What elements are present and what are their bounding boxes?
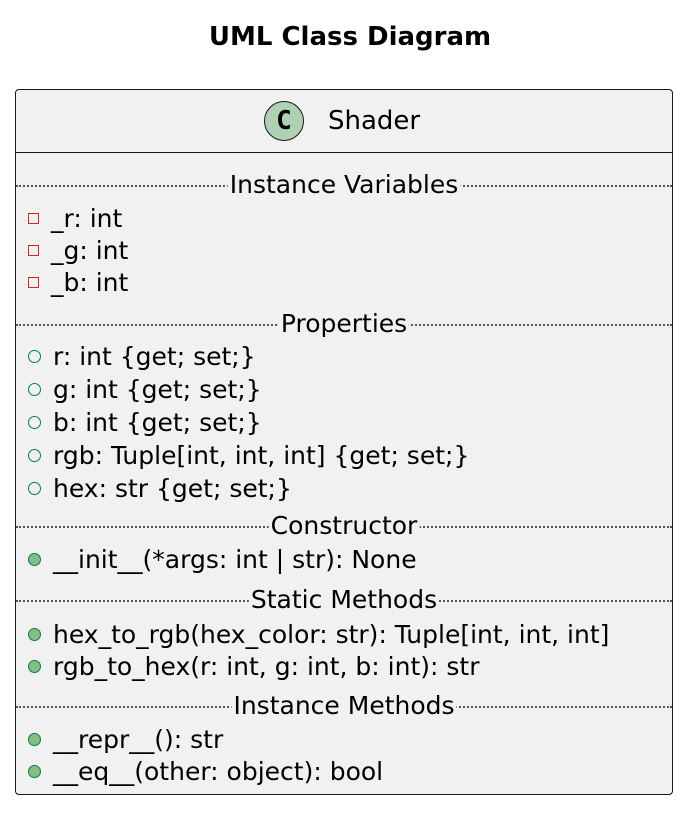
public-hollow-circle-icon	[28, 415, 41, 429]
class-name: Shader	[328, 106, 421, 136]
section-label: Constructor	[268, 511, 420, 541]
member-text: __eq__(other: object): bool	[53, 757, 384, 786]
public-filled-circle-icon	[28, 659, 41, 673]
section-label: Instance Methods	[231, 691, 457, 721]
member-text: _b: int	[51, 268, 129, 297]
member-property-rgb: rgb: Tuple[int, int, int] {get; set;}	[28, 440, 469, 472]
member-field-g: _g: int	[28, 235, 128, 267]
private-square-icon	[28, 276, 39, 288]
member-method-hex-to-rgb: hex_to_rgb(hex_color: str): Tuple[int, i…	[28, 619, 609, 651]
private-square-icon	[28, 244, 39, 256]
member-property-r: r: int {get; set;}	[28, 341, 256, 373]
member-method-rgb-to-hex: rgb_to_hex(r: int, g: int, b: int): str	[28, 651, 480, 683]
member-text: rgb: Tuple[int, int, int] {get; set;}	[53, 441, 470, 470]
class-circle-icon: C	[264, 101, 304, 141]
member-text: r: int {get; set;}	[53, 342, 256, 371]
member-field-r: _r: int	[28, 203, 122, 235]
public-hollow-circle-icon	[28, 382, 41, 396]
member-method-repr: __repr__(): str	[28, 724, 223, 756]
public-hollow-circle-icon	[28, 349, 41, 363]
section-label: Static Methods	[248, 585, 440, 615]
public-filled-circle-icon	[28, 627, 41, 641]
member-text: __repr__(): str	[53, 725, 224, 754]
public-filled-circle-icon	[28, 552, 41, 566]
member-property-hex: hex: str {get; set;}	[28, 473, 292, 505]
member-text: hex_to_rgb(hex_color: str): Tuple[int, i…	[53, 620, 610, 649]
class-shader[interactable]: C Shader Instance Variables _r: int _g: …	[15, 89, 673, 795]
public-hollow-circle-icon	[28, 448, 41, 462]
member-property-g: g: int {get; set;}	[28, 374, 262, 406]
member-text: __init__(*args: int | str): None	[53, 545, 417, 574]
member-text: hex: str {get; set;}	[53, 474, 292, 503]
member-field-b: _b: int	[28, 267, 128, 299]
member-text: b: int {get; set;}	[53, 408, 262, 437]
public-filled-circle-icon	[28, 764, 41, 778]
section-label: Properties	[278, 309, 410, 339]
member-text: _g: int	[51, 236, 129, 265]
section-constructor: Constructor	[16, 511, 672, 541]
diagram-title: UML Class Diagram	[208, 22, 492, 52]
private-square-icon	[28, 212, 39, 224]
member-text: rgb_to_hex(r: int, g: int, b: int): str	[53, 652, 480, 681]
public-filled-circle-icon	[28, 732, 41, 746]
class-header: C Shader	[16, 90, 672, 153]
section-label: Instance Variables	[227, 170, 461, 200]
section-properties: Properties	[16, 309, 672, 339]
section-instance-methods: Instance Methods	[16, 691, 672, 721]
member-text: g: int {get; set;}	[53, 375, 262, 404]
public-hollow-circle-icon	[28, 481, 41, 495]
section-instance-variables: Instance Variables	[16, 170, 672, 200]
member-property-b: b: int {get; set;}	[28, 407, 262, 439]
section-static-methods: Static Methods	[16, 585, 672, 615]
member-method-eq: __eq__(other: object): bool	[28, 756, 383, 788]
member-method-init: __init__(*args: int | str): None	[28, 544, 417, 576]
member-text: _r: int	[51, 204, 123, 233]
